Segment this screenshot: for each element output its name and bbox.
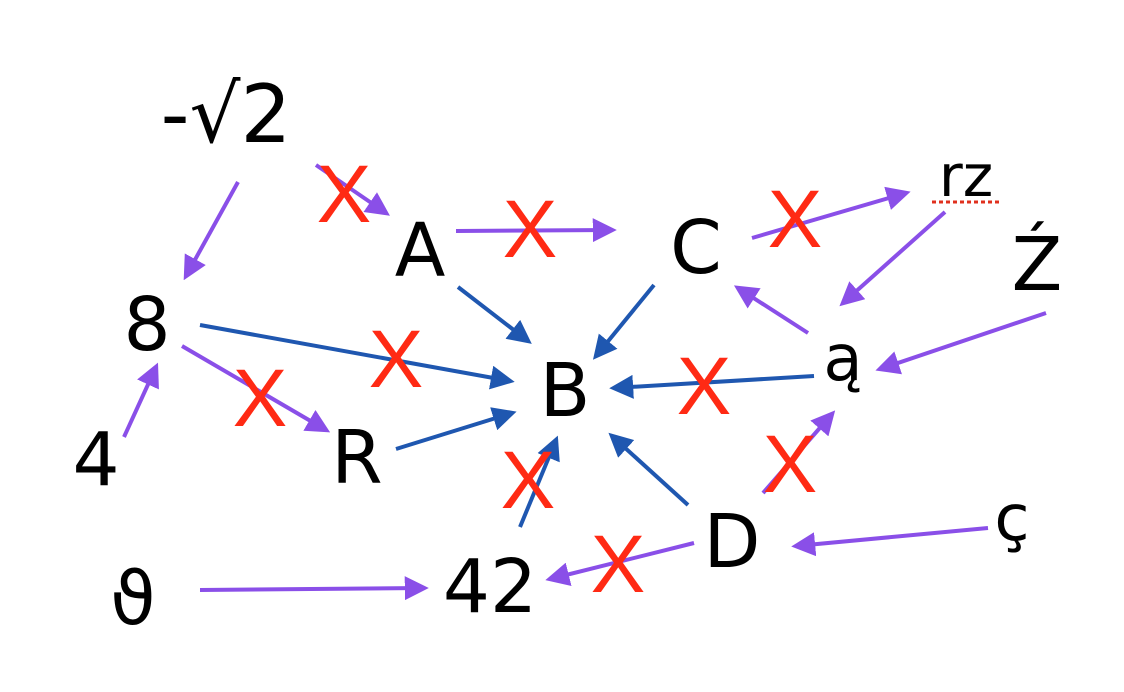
edge-8-to-B [199,323,515,390]
edge-42-to-B [518,435,560,528]
edge-a-ogonek-to-B [609,374,815,399]
node-42: 42 [443,544,537,630]
cross-mark-A-C: X [503,184,558,275]
cross-mark-C-rz: X [768,174,823,265]
cross-mark-D-42: X [591,519,646,610]
node-rz-group: rz [932,142,1000,210]
node-C: C [670,205,722,291]
edge-8-to-R [180,344,331,433]
edge-D-to-B [608,432,690,507]
edge-a-ogonek-to-C [733,285,810,335]
edge-c-cedilla-to-D [791,526,989,557]
node-neg-sqrt2: -√2 [161,68,292,161]
edge-neg-sqrt2-to-8 [183,181,240,281]
edge-A-to-C [455,218,617,243]
blue-edges [199,283,815,528]
edge-neg-sqrt2-to-A [314,163,390,216]
node-4: 4 [72,417,119,503]
edge-rz-to-a-ogonek [839,210,947,307]
edge-C-to-B [592,283,656,360]
node-labels: -√2 A C rz Ź 8 B ą 4 R D ç ϑ 42 [72,68,1062,642]
cross-mark-a-ogonek-B: X [677,341,732,432]
node-D: D [704,499,761,585]
cross-mark-neg-sqrt2-A: X [317,149,372,240]
node-R: R [331,415,382,501]
edge-R-to-B [395,407,517,451]
edge-A-to-B [456,285,532,344]
edge-z-acute-to-a-ogonek [875,311,1047,375]
edge-glyph-to-42 [199,576,429,601]
cross-mark-8-B: X [369,314,424,405]
purple-edges [122,163,1047,601]
edge-D-to-42 [545,541,695,586]
node-A: A [395,208,446,294]
node-z-acute: Ź [1012,220,1063,308]
node-B: B [540,348,591,434]
cross-mark-42-B: X [501,435,556,526]
node-8: 8 [123,282,170,368]
node-a-ogonek: ą [823,322,862,396]
edge-D-to-a-ogonek [761,410,836,495]
node-rz: rz [939,142,993,210]
node-glyph: ϑ [110,556,156,642]
cross-mark-D-a-ogonek: X [763,419,818,510]
cross-mark-8-R: X [233,353,288,444]
edge-4-to-8 [122,362,159,438]
edge-C-to-rz [751,186,911,240]
node-c-cedilla: ç [994,482,1029,556]
cross-marks: X X X X X X X X X [233,149,823,610]
